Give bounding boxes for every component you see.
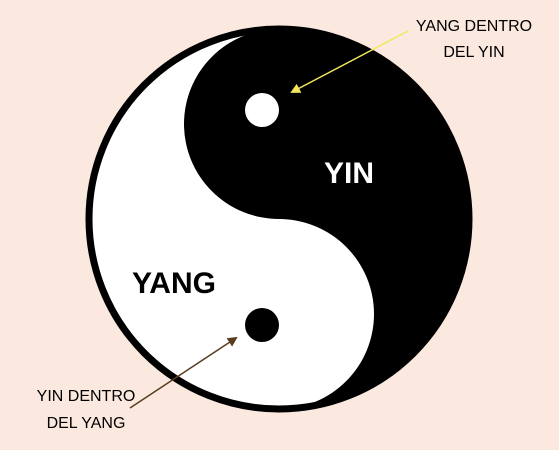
yang-dentro-del-yin-line1: YANG DENTRO	[416, 18, 532, 35]
yin-dentro-del-yang-dot	[245, 308, 279, 342]
yang-dentro-del-yin-line2: DEL YIN	[443, 44, 504, 61]
yin-yang-symbol	[85, 25, 473, 413]
yin-label: YIN	[324, 157, 374, 190]
inner-border	[85, 25, 473, 413]
yang-region	[89, 29, 374, 409]
yang-dentro-del-yin-dot	[245, 93, 279, 127]
yin-dentro-del-yang-line2: DEL YANG	[47, 415, 126, 432]
yang-dentro-del-yin-arrow	[290, 30, 409, 93]
yin-dentro-del-yang-arrow	[129, 336, 238, 409]
yin-dentro-del-yang-line1: YIN DENTRO	[37, 388, 136, 405]
yang-label: YANG	[132, 267, 216, 300]
